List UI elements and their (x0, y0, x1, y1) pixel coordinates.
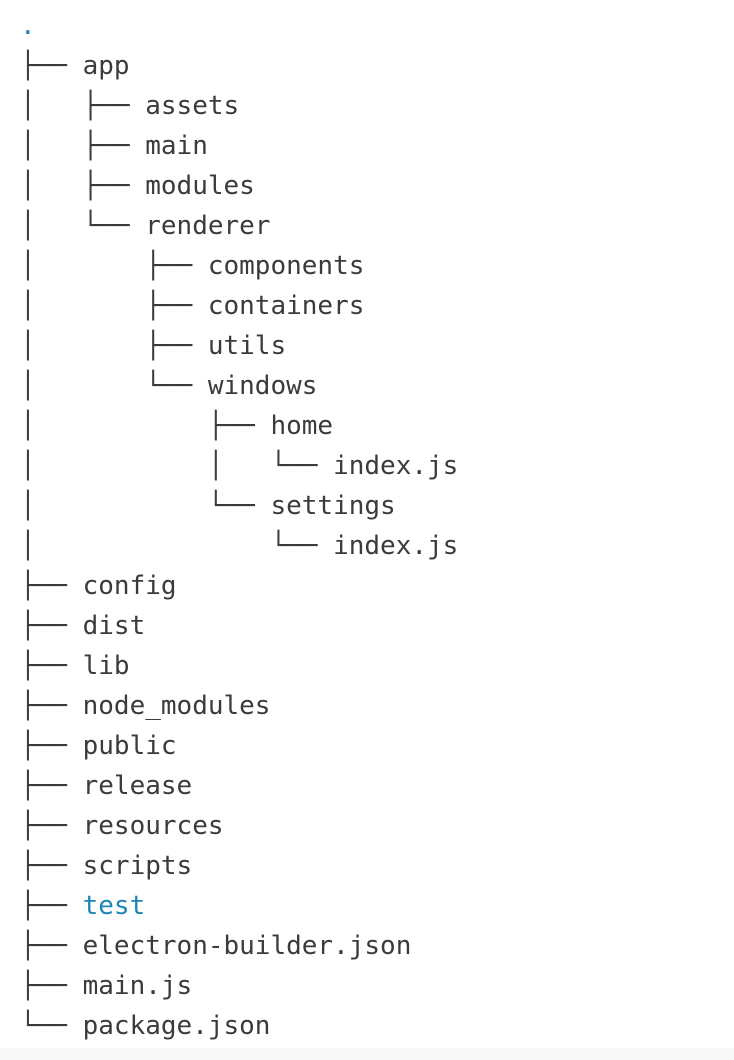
tree-branch-prefix: ├── (20, 931, 83, 961)
tree-entry-label: home (270, 411, 334, 441)
tree-entry-label: resources (82, 811, 224, 841)
tree-branch-prefix: │ │ └── (20, 451, 334, 481)
tree-row: │ ├── assets (20, 86, 734, 126)
tree-branch-prefix: ├── (20, 731, 83, 761)
tree-row: │ ├── utils (20, 326, 734, 366)
tree-row: │ │ └── index.js (20, 446, 734, 486)
tree-entry-label: public (82, 731, 177, 761)
tree-branch-prefix: │ ├── (20, 411, 271, 441)
tree-entry-label: containers (207, 291, 365, 321)
tree-entry-label: assets (145, 91, 240, 121)
tree-row: └── package.json (20, 1006, 734, 1046)
tree-row: ├── app (20, 46, 734, 86)
tree-row: │ └── renderer (20, 206, 734, 246)
tree-row: ├── public (20, 726, 734, 766)
tree-branch-prefix: ├── (20, 51, 83, 81)
tree-branch-prefix: │ ├── (20, 331, 208, 361)
tree-entry-label: modules (145, 171, 255, 201)
tree-row: │ └── windows (20, 366, 734, 406)
tree-entry-label: electron-builder.json (82, 931, 412, 961)
tree-entry-label: scripts (82, 851, 193, 881)
tree-entry-label: app (82, 51, 130, 81)
tree-row: . (20, 6, 734, 46)
tree-entry-label: renderer (145, 211, 271, 241)
bottom-edge-band (0, 1048, 734, 1060)
tree-entry-label: package.json (82, 1011, 271, 1041)
tree-branch-prefix: │ └── (20, 211, 146, 241)
tree-row: │ ├── main (20, 126, 734, 166)
tree-row: ├── dist (20, 606, 734, 646)
tree-branch-prefix: ├── (20, 571, 83, 601)
tree-branch-prefix: │ ├── (20, 131, 146, 161)
tree-branch-prefix: ├── (20, 691, 83, 721)
tree-branch-prefix: │ └── (20, 491, 271, 521)
tree-entry-link[interactable]: test (82, 891, 146, 921)
tree-branch-prefix: ├── (20, 971, 83, 1001)
tree-entry-label: node_modules (82, 691, 271, 721)
tree-branch-prefix: │ └── (20, 371, 208, 401)
tree-row: ├── resources (20, 806, 734, 846)
tree-branch-prefix: │ ├── (20, 171, 146, 201)
tree-branch-prefix: ├── (20, 891, 83, 921)
tree-row: ├── node_modules (20, 686, 734, 726)
tree-row: ├── main.js (20, 966, 734, 1006)
tree-row: │ ├── home (20, 406, 734, 446)
tree-branch-prefix: └── (20, 1011, 83, 1041)
tree-branch-prefix: │ └── (20, 531, 334, 561)
tree-row: ├── test (20, 886, 734, 926)
tree-row: ├── scripts (20, 846, 734, 886)
tree-row: │ └── settings (20, 486, 734, 526)
tree-row: │ ├── modules (20, 166, 734, 206)
tree-entry-label: windows (207, 371, 318, 401)
tree-row: ├── release (20, 766, 734, 806)
tree-entry-label: dist (82, 611, 146, 641)
tree-entry-label: index.js (333, 451, 459, 481)
tree-row: │ ├── components (20, 246, 734, 286)
tree-row: │ ├── containers (20, 286, 734, 326)
tree-entry-label: config (82, 571, 177, 601)
tree-branch-prefix: ├── (20, 771, 83, 801)
tree-row: │ └── index.js (20, 526, 734, 566)
tree-root-link[interactable]: . (20, 11, 36, 41)
tree-row: ├── electron-builder.json (20, 926, 734, 966)
tree-row: ├── lib (20, 646, 734, 686)
tree-entry-label: components (207, 251, 365, 281)
tree-entry-label: utils (207, 331, 287, 361)
tree-branch-prefix: ├── (20, 811, 83, 841)
tree-entry-label: release (82, 771, 193, 801)
tree-entry-label: lib (82, 651, 130, 681)
tree-branch-prefix: ├── (20, 611, 83, 641)
tree-entry-label: main (145, 131, 208, 161)
tree-branch-prefix: ├── (20, 651, 83, 681)
tree-branch-prefix: │ ├── (20, 291, 208, 321)
tree-branch-prefix: │ ├── (20, 91, 146, 121)
tree-entry-label: index.js (333, 531, 459, 561)
tree-entry-label: settings (270, 491, 396, 521)
tree-branch-prefix: │ ├── (20, 251, 208, 281)
tree-entry-label: main.js (82, 971, 193, 1001)
tree-row: ├── config (20, 566, 734, 606)
tree-branch-prefix: ├── (20, 851, 83, 881)
